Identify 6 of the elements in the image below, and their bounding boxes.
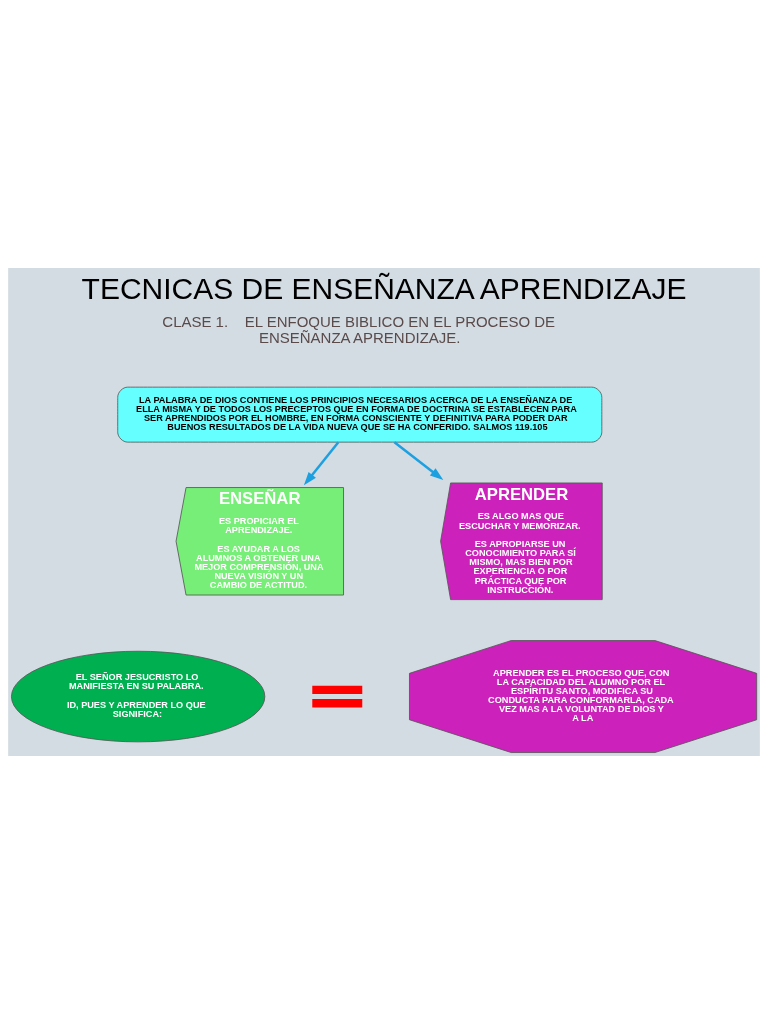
diagram-title: TECNICAS DE ENSEÑANZA APRENDIZAJE — [81, 271, 687, 305]
label: CLASE 1. EL ENFOQUE BIBLICO EN EL PROCESO DE ENSEÑANZA APRENDIZAJE. — [162, 312, 556, 347]
arrow — [393, 441, 444, 481]
arrow — [303, 441, 340, 486]
node-ellipse: EL SEÑOR JESUCRISTO LO MANIFIESTA EN SU PALABRA. ID, PUES Y APRENDER LO QUE SIGNIFICA: — [11, 650, 266, 743]
node-box: LA PALABRA DE DIOS CONTIENE LOS PRINCIPIOS NECESARIOS ACERCA DE LA ENSEÑANZA DE ELLA MISMA Y DE TODOS LOS PRECEPTOS QUE EN FORMA DE DOCTRINA SE ESTABLECEN PARA SER APRENDIDOS POR EL HOMBRE, EN FORMA CONSCIENTE Y DEFINITIVA PARA PODER DAR BUENOS RESULTADOS DE LA VIDA NUEVA QUE SE HA CONFERIDO. SALMOS 119.105 — [117, 386, 603, 443]
